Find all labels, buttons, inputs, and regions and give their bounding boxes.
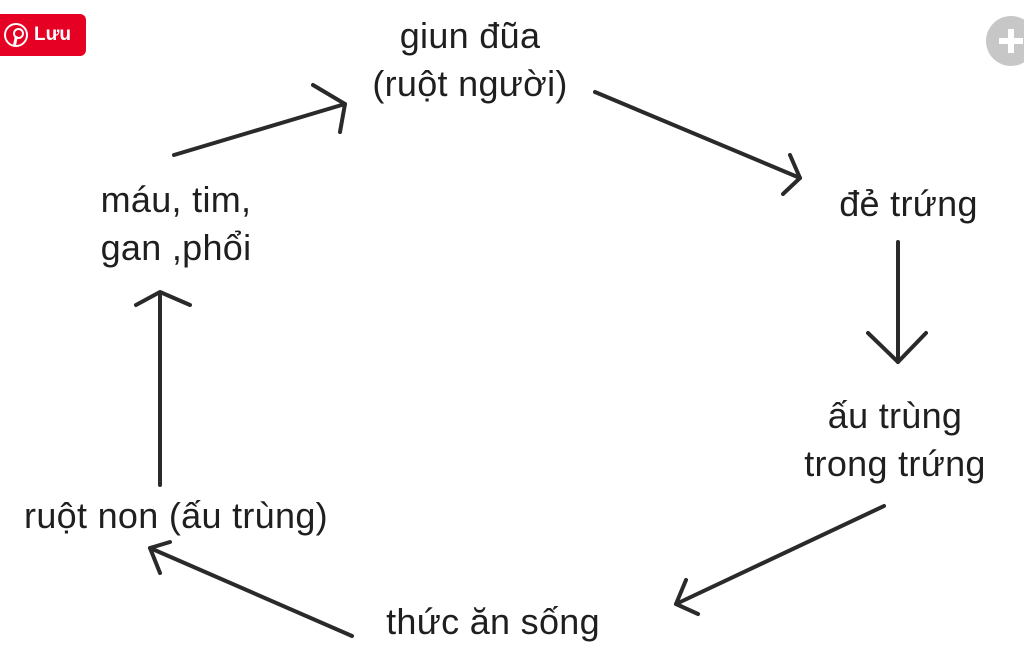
node-mau-line1: máu, tim, [100,179,252,220]
pinterest-save-button[interactable]: Lưu [0,14,86,56]
node-ruot-non-line1: ruột non (ấu trùng) [24,495,328,536]
node-giun-dua-line1: giun đũa [399,15,541,56]
arrow-ruot-non-to-mau [134,290,192,487]
pinterest-icon [4,23,28,47]
node-au-trung-line1: ấu trùng [827,395,963,436]
node-au-trung-line2: trong trứng [804,443,986,484]
node-thuc-an-song-line1: thức ăn sống [386,601,600,642]
arrow-au-trung-to-thuc-an [674,504,886,616]
arrow-thuc-an-to-ruot-non [148,540,354,638]
node-giun-dua-line2: (ruột người) [372,63,568,104]
node-ruot-non: ruột non (ấu trùng) [0,492,352,540]
arrow-giun-to-de-trung [593,90,802,196]
node-de-trung-line1: đẻ trứng [839,183,978,224]
save-button-label: Lưu [34,24,71,45]
node-giun-dua: giun đũa (ruột người) [355,12,585,108]
arrow-de-trung-to-au-trung [866,240,928,364]
node-de-trung: đẻ trứng [826,180,991,228]
zoom-plus-icon[interactable] [986,16,1024,66]
node-mau-tim-gan-phoi: máu, tim, gan ,phổi [78,176,274,272]
node-au-trung-trong-trung: ấu trùng trong trứng [790,392,1000,488]
node-thuc-an-song: thức ăn sống [368,598,618,646]
arrow-mau-to-giun [172,83,347,157]
node-mau-line2: gan ,phổi [100,227,252,268]
